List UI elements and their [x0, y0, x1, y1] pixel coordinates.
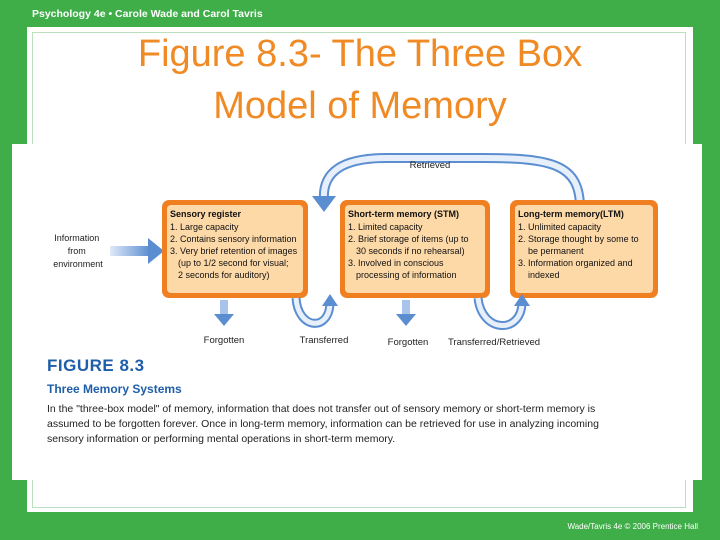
svg-text:Sensory register 1. La: Sensory register 1. Large capacity 2. Co…: [170, 209, 300, 280]
stm-line-3: 30 seconds if no rehearsal): [356, 246, 465, 256]
transferred-retrieved-arrow-icon: [473, 294, 530, 330]
sensory-register-line-5: 2 seconds for auditory): [178, 270, 270, 280]
ltm-title: Long-term memory(LTM): [518, 209, 624, 219]
forgotten-label-1: Forgotten: [204, 335, 245, 346]
forgotten-arrow-2-icon: [396, 300, 416, 326]
footer-copyright: Wade/Tavris 4e © 2006 Prentice Hall: [567, 522, 698, 531]
input-label-line-3: environment: [53, 259, 103, 269]
ltm-line-4: 3. Information organized and: [518, 258, 633, 268]
slide-title: Figure 8.3- The Three Box Model of Memor…: [60, 28, 660, 132]
input-arrow-icon: [110, 238, 164, 264]
sensory-register-title: Sensory register: [170, 209, 242, 219]
header-course-title: Psychology 4e • Carole Wade and Carol Ta…: [32, 8, 263, 20]
short-term-memory-box: Short-term memory (STM) 1. Limited capac…: [340, 200, 490, 298]
ltm-line-1: 1. Unlimited capacity: [518, 222, 602, 232]
ltm-line-5: indexed: [528, 270, 560, 280]
forgotten-arrow-1-icon: [214, 300, 234, 326]
slide-title-line-1: Figure 8.3- The Three Box: [137, 33, 583, 75]
figure-label: FIGURE 8.3: [47, 356, 145, 375]
sensory-register-line-2: 2. Contains sensory information: [170, 234, 297, 244]
sensory-register-line-3: 3. Very brief retention of images: [170, 246, 298, 256]
input-label-line-1: Information: [54, 233, 99, 243]
long-term-memory-box: Long-term memory(LTM) 1. Unlimited capac…: [510, 200, 658, 298]
transferred-label: Transferred: [300, 335, 349, 346]
figure-caption-body: In the "three-box model" of memory, info…: [47, 403, 599, 445]
figure-subtitle: Three Memory Systems: [47, 382, 182, 396]
figure-image: Retrieved Information from environment S…: [12, 144, 702, 480]
memory-model-diagram: Retrieved Information from environment S…: [53, 153, 658, 348]
transferred-retrieved-label: Transferred/Retrieved: [448, 337, 540, 348]
stm-line-2: 2. Brief storage of items (up to: [348, 234, 469, 244]
stm-title: Short-term memory (STM): [348, 209, 459, 219]
input-label-line-2: from: [68, 246, 86, 256]
sensory-register-line-1: 1. Large capacity: [170, 222, 239, 232]
transferred-arrow-icon: [291, 294, 338, 328]
sensory-register-box: Sensory register 1. Large capacity 2. Co…: [162, 200, 308, 298]
stm-line-4: 3. Involved in conscious: [348, 258, 444, 268]
svg-text:Long-term memory(LTM): Long-term memory(LTM) 1. Unlimited capac…: [518, 209, 641, 280]
forgotten-label-2: Forgotten: [388, 337, 429, 348]
sensory-register-line-4: (up to 1/2 second for visual;: [178, 258, 289, 268]
retrieved-arrow-icon: [312, 153, 585, 212]
ltm-line-2: 2. Storage thought by some to: [518, 234, 639, 244]
stm-line-5: processing of information: [356, 270, 457, 280]
svg-text:Short-term memory (STM): Short-term memory (STM) 1. Limited capac…: [348, 209, 471, 280]
input-label: Information from environment: [53, 233, 103, 269]
slide-title-line-2: Model of Memory: [213, 85, 507, 127]
ltm-line-3: be permanent: [528, 246, 584, 256]
stm-line-1: 1. Limited capacity: [348, 222, 423, 232]
retrieved-label: Retrieved: [410, 160, 451, 171]
